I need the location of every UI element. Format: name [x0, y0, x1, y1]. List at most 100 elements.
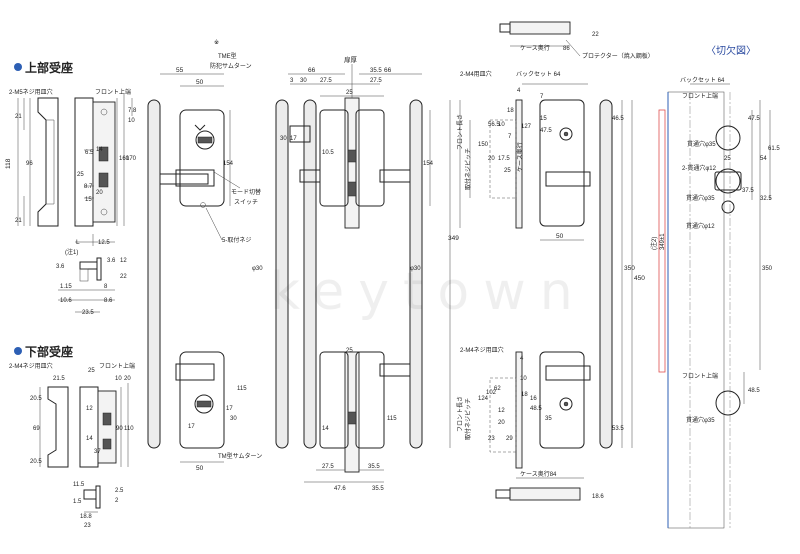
svg-text:170: 170 [126, 156, 137, 162]
svg-text:2-M4ネジ用皿穴: 2-M4ネジ用皿穴 [9, 362, 53, 370]
svg-text:46.5: 46.5 [612, 116, 624, 122]
svg-text:取付ネジピッチ: 取付ネジピッチ [464, 398, 472, 440]
handle-assembly-right: ケース奥行 86 22 プロテクター（焼入鋼板） 2-M4用皿穴 バ [448, 21, 654, 501]
svg-text:7: 7 [508, 134, 512, 140]
cutout-view-heading: 〈切欠図〉 [706, 46, 756, 57]
svg-text:30: 30 [230, 416, 237, 422]
svg-text:47.5: 47.5 [748, 116, 760, 122]
svg-text:48.5: 48.5 [748, 388, 760, 394]
svg-text:4: 4 [517, 88, 521, 94]
svg-text:3.6: 3.6 [107, 258, 116, 264]
svg-text:バックセット 64: バックセット 64 [680, 77, 725, 84]
svg-text:37.5: 37.5 [742, 188, 754, 194]
svg-text:スイッチ: スイッチ [234, 199, 258, 206]
svg-text:110: 110 [124, 426, 134, 432]
svg-text:3: 3 [290, 78, 294, 84]
door-section-view: 66 扉厚 66 3 30 27.5 35.5 27.5 25 30 17 10… [280, 55, 434, 492]
svg-text:(注1): (注1) [65, 248, 78, 256]
svg-text:69: 69 [33, 426, 40, 432]
watermark: keytown [270, 262, 587, 322]
svg-text:55: 55 [176, 67, 184, 74]
svg-text:1.15: 1.15 [60, 284, 72, 290]
svg-text:115: 115 [237, 386, 247, 392]
svg-text:ケース奥行84: ケース奥行84 [520, 470, 557, 478]
handle-assembly-left: 55 50 50 154 φ30 ※ TME型 防犯サムターン モード切替 スイ… [147, 39, 289, 472]
svg-text:35.5: 35.5 [368, 464, 380, 470]
svg-text:50: 50 [196, 79, 204, 86]
upper-mount-heading: 上部受座 [14, 59, 73, 76]
svg-text:17.5: 17.5 [498, 156, 510, 162]
svg-text:35.5: 35.5 [372, 486, 384, 492]
svg-text:50: 50 [196, 465, 204, 472]
svg-text:2-M4ネジ用皿穴: 2-M4ネジ用皿穴 [460, 346, 504, 354]
svg-text:10: 10 [520, 376, 527, 382]
svg-text:127: 127 [521, 124, 532, 130]
svg-text:25: 25 [346, 90, 353, 96]
svg-text:φ30: φ30 [410, 266, 421, 272]
svg-text:15: 15 [85, 197, 92, 203]
svg-text:27.5: 27.5 [322, 464, 334, 470]
svg-text:61.5: 61.5 [768, 146, 780, 152]
svg-text:8: 8 [104, 284, 108, 290]
svg-text:90: 90 [116, 426, 123, 432]
svg-text:22: 22 [592, 32, 599, 38]
svg-text:L: L [76, 239, 80, 246]
svg-text:6.5: 6.5 [85, 150, 94, 156]
svg-text:18: 18 [521, 392, 528, 398]
svg-text:21: 21 [15, 218, 22, 224]
svg-text:27.5: 27.5 [370, 78, 382, 84]
svg-text:96: 96 [26, 161, 33, 167]
svg-text:102: 102 [486, 390, 497, 396]
svg-text:3.6: 3.6 [56, 264, 65, 270]
svg-text:47.6: 47.6 [334, 486, 346, 492]
upper-mount-title: 上部受座 [25, 61, 74, 75]
bullet-icon [14, 63, 22, 71]
svg-text:貫通穴φ35: 貫通穴φ35 [686, 194, 715, 202]
svg-text:8.7: 8.7 [84, 184, 93, 190]
svg-text:20: 20 [488, 156, 495, 162]
svg-text:18: 18 [507, 108, 514, 114]
svg-text:7: 7 [540, 94, 544, 100]
svg-text:12.5: 12.5 [98, 240, 110, 246]
svg-text:23.5: 23.5 [82, 310, 94, 316]
svg-text:ケース奥行: ケース奥行 [520, 44, 550, 52]
svg-text:154: 154 [223, 161, 234, 167]
svg-text:62: 62 [494, 386, 501, 392]
svg-text:2: 2 [115, 498, 119, 504]
cutout-view: バックセット 64 フロント上端 フロント上端 貫通穴φ35 2-貫通穴φ12 … [650, 77, 780, 529]
svg-text:27.5: 27.5 [320, 78, 332, 84]
svg-text:10: 10 [128, 118, 135, 124]
svg-text:53.5: 53.5 [612, 426, 624, 432]
svg-text:150: 150 [478, 142, 489, 148]
svg-text:35: 35 [545, 416, 552, 422]
svg-text:5-取付ネジ: 5-取付ネジ [222, 236, 251, 244]
svg-text:18.6: 18.6 [592, 494, 604, 500]
svg-text:450: 450 [634, 275, 645, 282]
svg-text:29: 29 [506, 436, 513, 442]
svg-text:14: 14 [86, 436, 93, 442]
svg-text:25: 25 [724, 156, 731, 162]
svg-text:TME型: TME型 [218, 52, 237, 60]
bullet-icon [14, 347, 22, 355]
svg-text:66: 66 [308, 67, 316, 74]
svg-text:349: 349 [448, 235, 459, 242]
svg-text:56.5: 56.5 [488, 122, 500, 128]
svg-text:160: 160 [119, 156, 130, 162]
svg-text:18.8: 18.8 [80, 514, 92, 520]
svg-text:10: 10 [498, 122, 505, 128]
svg-text:20.5: 20.5 [30, 459, 42, 465]
svg-text:φ30: φ30 [252, 266, 263, 272]
svg-text:※: ※ [214, 39, 219, 46]
svg-text:48.5: 48.5 [530, 406, 542, 412]
svg-text:2.5: 2.5 [115, 488, 124, 494]
svg-text:20: 20 [498, 420, 505, 426]
svg-text:350: 350 [762, 266, 773, 272]
svg-text:貫通穴φ35: 貫通穴φ35 [686, 416, 715, 424]
svg-text:プロテクター（焼入鋼板）: プロテクター（焼入鋼板） [582, 52, 654, 60]
svg-text:25: 25 [504, 168, 511, 174]
svg-text:32.5: 32.5 [760, 196, 772, 202]
svg-text:4: 4 [520, 356, 524, 362]
svg-text:10.5: 10.5 [322, 150, 334, 156]
svg-text:115: 115 [387, 416, 397, 422]
svg-text:154: 154 [423, 161, 434, 167]
